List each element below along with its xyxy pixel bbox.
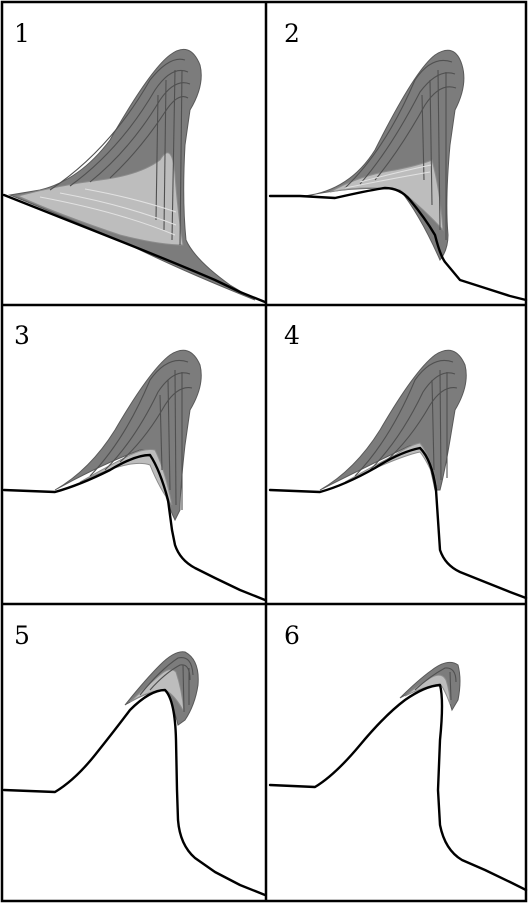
panel-4-label: 4 — [284, 321, 300, 350]
panel-6-terrain-profile — [270, 685, 526, 890]
panel-6-label: 6 — [284, 621, 300, 650]
panel-4-terrain-profile — [270, 448, 526, 598]
panel-6: 6 — [270, 621, 526, 890]
panel-3-label: 3 — [14, 321, 30, 350]
panel-1-label: 1 — [14, 19, 30, 48]
panel-4: 4 — [270, 321, 526, 598]
panel-4-deposit — [320, 350, 466, 490]
panel-2-deposit — [305, 50, 464, 260]
panel-5: 5 — [4, 621, 265, 895]
panel-3-outer-band — [55, 350, 201, 520]
panel-1-deposit — [10, 49, 255, 300]
panel-3: 3 — [4, 321, 265, 600]
panel-2-terrain-profile — [270, 188, 526, 300]
panel-4-outer-band — [320, 350, 466, 490]
panel-5-terrain-profile — [4, 690, 265, 895]
panel-5-label: 5 — [14, 621, 30, 650]
panel-3-terrain-profile — [4, 455, 265, 600]
panel-3-deposit — [55, 350, 201, 520]
panel-1: 1 — [4, 19, 265, 302]
panel-2-label: 2 — [284, 19, 300, 48]
panel-2: 2 — [270, 19, 526, 300]
panel-5-deposit — [125, 652, 198, 725]
